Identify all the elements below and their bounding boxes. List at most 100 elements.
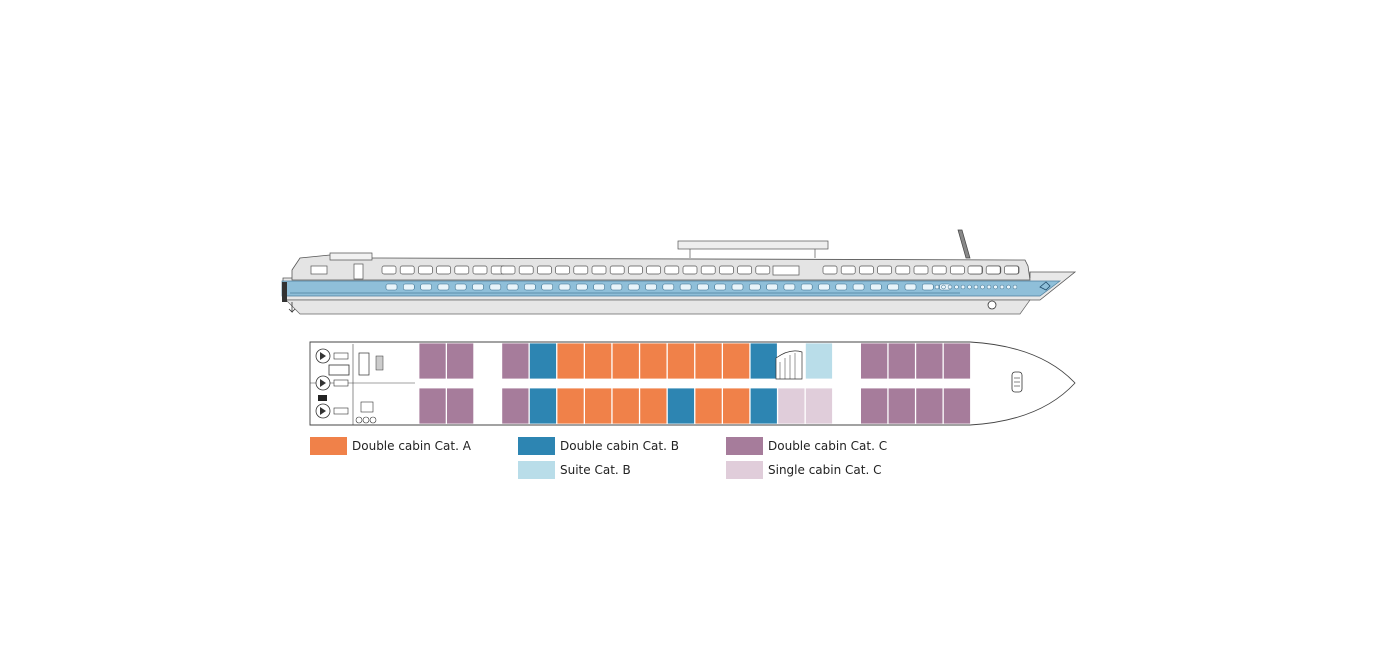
- window: [755, 265, 771, 275]
- cabin-cat-c: [887, 342, 916, 380]
- cabin-cat-b: [749, 387, 778, 425]
- cabin-cat-a: [556, 387, 585, 425]
- window: [454, 265, 470, 275]
- window: [985, 265, 1001, 275]
- porthole: [472, 283, 484, 291]
- porthole: [714, 283, 727, 291]
- window: [555, 265, 570, 275]
- cabin-cat-a: [611, 387, 640, 425]
- porthole: [454, 283, 467, 291]
- window: [682, 265, 698, 275]
- stern-door: [353, 263, 364, 280]
- deck-plan: [309, 341, 1076, 426]
- upper-window-row: [381, 265, 1020, 275]
- bow-porthole: [1012, 284, 1018, 290]
- cabin-cat-c: [418, 342, 447, 380]
- porthole: [818, 283, 830, 291]
- rudder-icon: [288, 302, 296, 313]
- cabin-cat-b: [529, 387, 557, 425]
- cabin-cat-a: [639, 342, 668, 380]
- bow-porthole: [980, 284, 985, 290]
- window: [700, 265, 716, 275]
- sun-deck-canopy: [677, 240, 829, 250]
- cabin-cat-a: [584, 387, 613, 425]
- cabin-cat-a: [667, 342, 695, 380]
- cabin-cat-c: [915, 387, 944, 425]
- cabin-cat-b: [529, 342, 557, 380]
- bow-porthole: [973, 284, 979, 290]
- porthole: [783, 283, 796, 291]
- ship-side-profile: [281, 229, 1077, 315]
- porthole-row: [385, 283, 1018, 291]
- window: [1004, 265, 1019, 275]
- window: [500, 265, 516, 275]
- porthole: [610, 283, 623, 291]
- bow-porthole: [986, 284, 992, 290]
- cabin-cat-a: [639, 387, 668, 425]
- window: [518, 265, 534, 275]
- porthole: [420, 283, 432, 291]
- window: [436, 265, 451, 275]
- bow-logo-icon: [1039, 281, 1051, 291]
- bow-porthole: [993, 284, 998, 290]
- cabin-cat-c: [446, 342, 475, 380]
- cabin-cat-a: [611, 342, 640, 380]
- stern-window: [310, 265, 328, 275]
- engine-room: [315, 344, 384, 425]
- window: [840, 265, 856, 275]
- cabin-cat-a: [722, 387, 751, 425]
- bow-porthole: [947, 284, 953, 290]
- anchor-icon: [987, 300, 997, 310]
- window: [646, 265, 661, 275]
- window: [537, 265, 552, 275]
- bow-porthole: [934, 284, 940, 290]
- window: [950, 265, 965, 275]
- cabin-cat-b: [667, 387, 695, 425]
- porthole: [575, 283, 588, 291]
- porthole: [921, 283, 934, 291]
- window: [822, 265, 838, 275]
- wheelhouse: [329, 252, 373, 261]
- porthole: [835, 283, 848, 291]
- porthole: [731, 283, 744, 291]
- porthole: [558, 283, 571, 291]
- window: [418, 265, 433, 275]
- porthole: [748, 283, 761, 291]
- cabin-cat-c: [501, 387, 530, 425]
- bow-porthole: [941, 284, 946, 290]
- window: [591, 265, 607, 275]
- bow-porthole: [1006, 284, 1011, 290]
- window: [609, 265, 625, 275]
- cabin-cat-c: [860, 387, 889, 425]
- window: [931, 265, 947, 275]
- hull-keel: [285, 299, 1031, 315]
- window: [859, 265, 874, 275]
- window: [967, 265, 983, 275]
- porthole: [904, 283, 917, 291]
- bow-porthole: [960, 284, 966, 290]
- cabin-cat-b: [749, 342, 778, 380]
- bow-porthole: [999, 284, 1005, 290]
- cabin-cat-c: [943, 387, 971, 425]
- cabin-row-port: [418, 387, 971, 425]
- staircase: [775, 350, 803, 380]
- porthole: [697, 283, 709, 291]
- window: [719, 265, 734, 275]
- window: [399, 265, 415, 275]
- suite-cat-b: [805, 342, 833, 380]
- window: [573, 265, 589, 275]
- porthole: [506, 283, 519, 291]
- window: [737, 265, 752, 275]
- porthole: [593, 283, 605, 291]
- porthole: [524, 283, 536, 291]
- lounge-window: [772, 265, 800, 276]
- porthole: [870, 283, 882, 291]
- porthole: [385, 283, 398, 291]
- cabin-cat-c: [860, 342, 889, 380]
- window: [664, 265, 680, 275]
- cabin-cat-a: [584, 342, 613, 380]
- cabin-cat-c: [418, 387, 447, 425]
- cabin-cat-a: [722, 342, 751, 380]
- porthole: [541, 283, 554, 291]
